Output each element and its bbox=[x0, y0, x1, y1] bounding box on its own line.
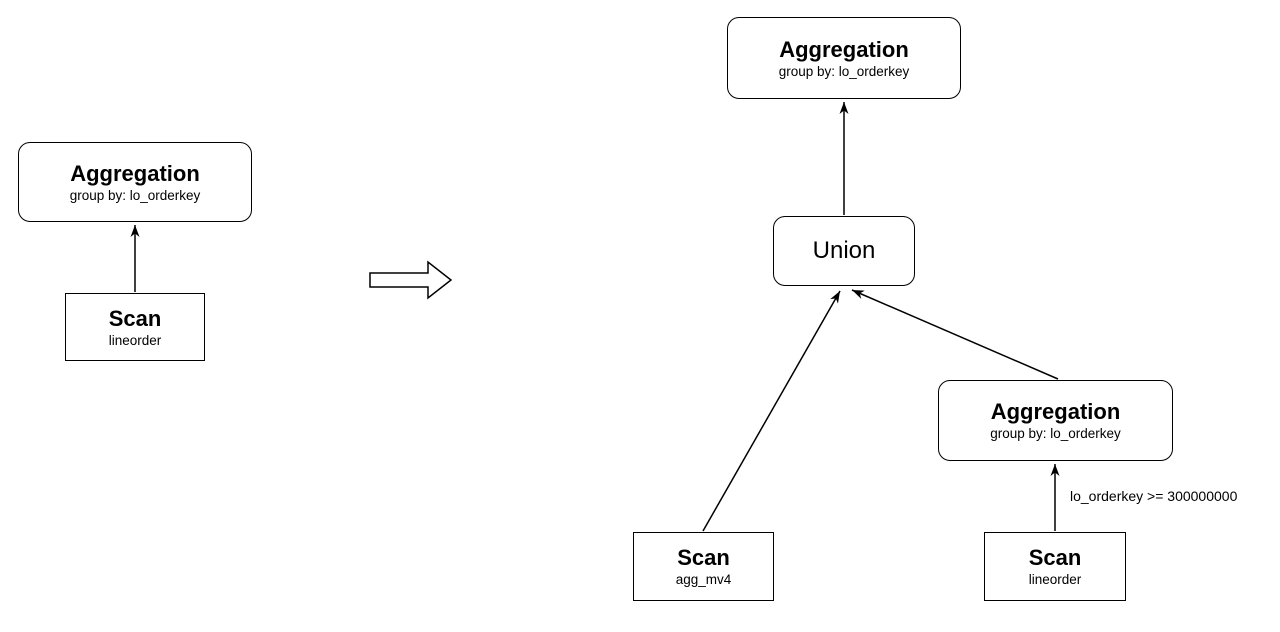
node-subtitle: lineorder bbox=[108, 332, 162, 348]
node-title: Aggregation bbox=[70, 160, 200, 186]
edge-filter-label: lo_orderkey >= 300000000 bbox=[1070, 488, 1238, 504]
edge-scan-agg-mv4-to-union bbox=[702, 290, 841, 532]
node-union: Union bbox=[773, 216, 915, 286]
node-subtitle: agg_mv4 bbox=[675, 572, 732, 587]
node-title: Scan bbox=[677, 545, 730, 570]
node-subtitle: group by: lo_orderkey bbox=[69, 187, 201, 203]
node-aggregation-before: Aggregation group by: lo_orderkey bbox=[18, 142, 252, 222]
node-subtitle: lineorder bbox=[1028, 572, 1082, 587]
node-title: Union bbox=[812, 237, 876, 264]
edge-aggregation-right-to-union bbox=[851, 289, 1059, 380]
transform-block-arrow-icon bbox=[369, 260, 453, 300]
node-scan-before: Scan lineorder bbox=[65, 293, 205, 361]
node-title: Scan bbox=[1028, 545, 1082, 570]
node-subtitle: group by: lo_orderkey bbox=[990, 426, 1121, 441]
node-title: Aggregation bbox=[779, 36, 909, 62]
node-subtitle: group by: lo_orderkey bbox=[778, 63, 910, 79]
node-scan-agg-mv4: Scan agg_mv4 bbox=[633, 532, 774, 601]
node-scan-lineorder: Scan lineorder bbox=[984, 532, 1126, 601]
node-title: Aggregation bbox=[990, 399, 1121, 424]
node-aggregation-after-top: Aggregation group by: lo_orderkey bbox=[727, 17, 961, 99]
node-title: Scan bbox=[108, 305, 162, 331]
node-aggregation-after-right: Aggregation group by: lo_orderkey bbox=[938, 380, 1173, 461]
